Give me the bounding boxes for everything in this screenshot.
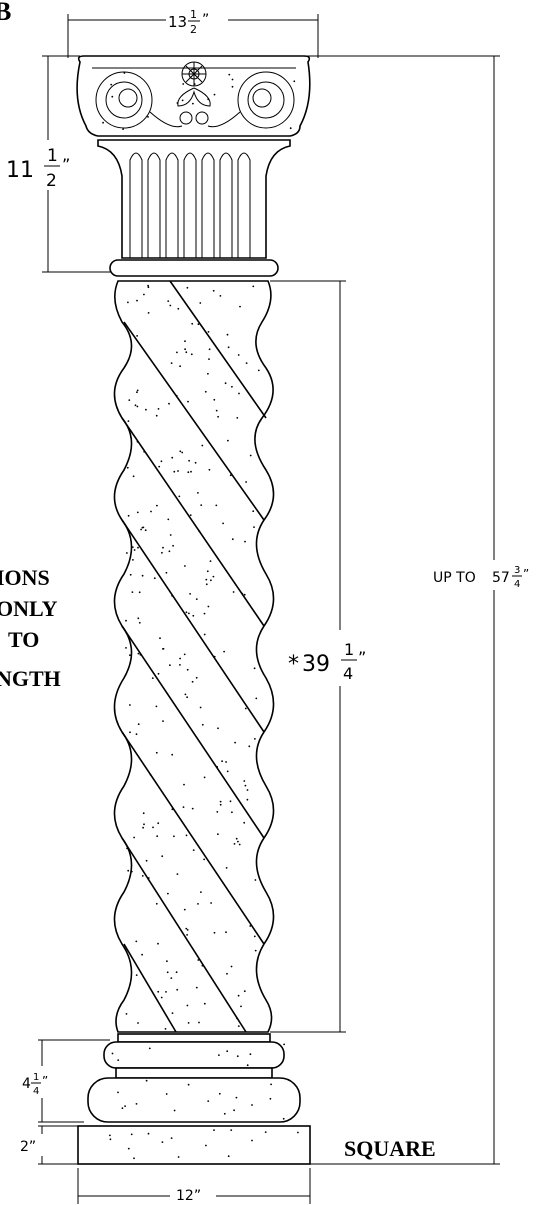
plinth-width-dimension: 12” [77, 1168, 311, 1204]
capital-height-den: 2 [46, 171, 57, 191]
length-note: IONS ONLY TO NGTH [0, 565, 61, 691]
overall-height-den: 4 [514, 579, 520, 590]
shaft-height-dimension: * 39 1 4 ” [270, 280, 378, 1033]
capital-width-unit: ” [202, 12, 209, 28]
shaft-height-num: 1 [344, 640, 354, 659]
plinth-label-group: SQUARE [338, 1136, 458, 1165]
plinth-height-dimension: 2” [18, 1125, 78, 1165]
capital [76, 55, 311, 277]
overall-height-prefix: UP TO [433, 570, 476, 586]
note-line-3: TO [8, 627, 39, 652]
capital-fluting [129, 152, 251, 258]
base-height-unit: ” [42, 1074, 48, 1088]
right-volute [207, 71, 295, 129]
capital-width-dimension: 13 1 2 ” [67, 6, 319, 58]
base-height-num: 1 [33, 1072, 39, 1083]
overall-height-unit: ” [523, 567, 529, 581]
capital-width-den: 2 [190, 23, 197, 36]
overall-height-num: 3 [514, 565, 520, 576]
overall-height-dimension: UP TO 57 3 4 ” [300, 55, 548, 1165]
capital-height-num: 1 [47, 146, 58, 166]
note-line-4: NGTH [0, 666, 61, 691]
base-height-den: 4 [33, 1086, 39, 1097]
shaft-height-den: 4 [343, 664, 353, 683]
rosette-ornament [177, 61, 211, 125]
note-line-2: ONLY [0, 596, 58, 621]
left-volute [95, 71, 183, 129]
capital-height-whole: 11 [6, 158, 34, 183]
base-height-whole: 4 [22, 1076, 31, 1092]
square-plinth [77, 1125, 311, 1165]
shaft-spirals [121, 280, 267, 1033]
note-line-1: IONS [0, 565, 50, 590]
figure-label: B [0, 0, 11, 26]
plinth-label: SQUARE [344, 1136, 436, 1161]
base-height-dimension: 4 1 4 ” [20, 1039, 110, 1123]
shaft-height-unit: ” [358, 648, 366, 667]
capital-width-whole: 13 [168, 13, 187, 31]
capital-height-dimension: 11 1 2 ” [0, 55, 116, 273]
stone-stipple-texture [102, 72, 299, 1160]
overall-height-whole: 57 [492, 570, 510, 586]
shaft-height-prefix: * [288, 652, 299, 677]
twisted-shaft [113, 280, 275, 1033]
column-base [87, 1033, 301, 1123]
plinth-width-text: 12” [176, 1188, 201, 1204]
shaft-height-whole: 39 [302, 652, 330, 677]
plinth-height-text: 2” [20, 1139, 36, 1155]
capital-width-num: 1 [190, 8, 197, 21]
capital-height-unit: ” [62, 155, 70, 174]
